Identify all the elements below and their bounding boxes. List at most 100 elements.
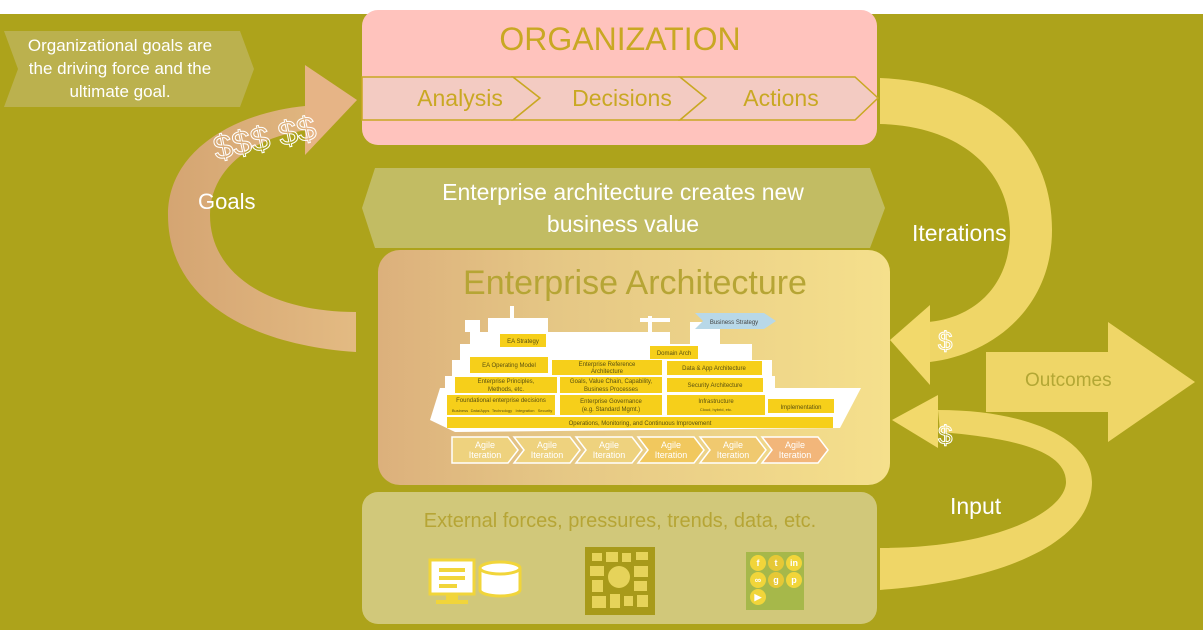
iterations-label: Iterations	[912, 220, 1007, 246]
social-icon-glyph-2: t	[775, 558, 778, 568]
callout-line-2: the driving force and the	[29, 59, 211, 78]
social-icon-glyph-3: in	[790, 558, 798, 568]
callout-line-1: Organizational goals are	[28, 36, 212, 55]
social-icon-circle-5	[768, 572, 784, 588]
block-value-chain-label-2: Business Processes	[584, 387, 638, 393]
data-collage-icon	[585, 547, 655, 615]
foundational-sub-technology: Technology	[492, 408, 512, 413]
agile-iteration-1-line1: Agile	[475, 440, 495, 450]
foundational-sub-business: Business	[452, 408, 468, 413]
block-operating-model-label: EA Operating Model	[482, 363, 536, 369]
social-icon-circle-1	[750, 555, 766, 571]
agile-iteration-1-line2: Iteration	[469, 450, 502, 460]
ea-panel: Enterprise Architecture Business Strateg…	[378, 250, 890, 485]
block-domain-arch-label: Domain Arch	[657, 351, 691, 357]
block-infrastructure-sub-label: Cloud, hybrid, etc.	[700, 407, 732, 412]
social-icon-glyph-1: f	[757, 558, 761, 568]
input-label: Input	[950, 493, 1002, 519]
block-reference-arch-label-2: Architecture	[591, 369, 624, 375]
block-value-chain	[560, 377, 662, 393]
foundational-sub-data-apps: Data/Apps	[471, 408, 490, 413]
agile-iteration-6-line2: Iteration	[779, 450, 812, 460]
block-foundational	[447, 395, 555, 415]
social-icon-glyph-5: g	[773, 575, 779, 585]
block-foundational-label: Foundational enterprise decisions	[456, 398, 546, 404]
foundational-sub-integration: Integration	[516, 408, 535, 413]
social-icon-circle-7	[750, 589, 766, 605]
step-actions-label: Actions	[743, 85, 818, 111]
outcomes-label: Outcomes	[1025, 370, 1112, 391]
value-banner	[362, 168, 885, 248]
external-panel: External forces, pressures, trends, data…	[362, 492, 877, 624]
agile-iteration-5-line1: Agile	[723, 440, 743, 450]
agile-iteration-3-line1: Agile	[599, 440, 619, 450]
agile-iteration-4	[636, 436, 705, 464]
block-operations	[447, 417, 833, 428]
block-security	[667, 378, 763, 392]
block-reference-arch	[552, 360, 662, 375]
block-ea-strategy	[500, 334, 546, 347]
value-banner-line-2: business value	[547, 211, 699, 237]
block-implementation	[768, 399, 834, 413]
block-security-label: Security Architecture	[687, 383, 743, 389]
agile-iteration-5	[698, 436, 767, 464]
block-governance-label-2: (e.g. Standard Mgmt.)	[582, 407, 640, 413]
monitor-icon	[428, 558, 476, 604]
block-infrastructure	[667, 395, 765, 415]
goal-callout	[4, 31, 254, 107]
business-strategy-arrow	[695, 313, 776, 329]
callout-line-3: ultimate goal.	[69, 82, 170, 101]
organization-title: ORGANIZATION	[499, 21, 740, 57]
agile-iteration-2-line1: Agile	[537, 440, 557, 450]
social-media-icon: f t in ∞ g p ▶	[746, 552, 804, 610]
external-title: External forces, pressures, trends, data…	[424, 510, 816, 532]
social-icon-circle-3	[786, 555, 802, 571]
ea-title: Enterprise Architecture	[463, 264, 807, 302]
outcomes-arrow	[986, 322, 1195, 442]
social-icon-glyph-7: ▶	[754, 592, 763, 602]
block-reference-arch-label-1: Enterprise Reference	[579, 362, 636, 368]
agile-iteration-1	[451, 436, 519, 464]
step-decisions-label: Decisions	[572, 85, 672, 111]
organization-panel: ORGANIZATION Analysis Decisions Actions	[361, 10, 880, 145]
agile-iteration-3-line2: Iteration	[593, 450, 626, 460]
dollar-sign-input: $	[938, 420, 953, 450]
block-governance-label-1: Enterprise Governance	[580, 399, 642, 405]
block-principles-label-1: Enterprise Principles,	[478, 379, 535, 385]
business-strategy-label: Business Strategy	[710, 320, 758, 326]
block-domain-arch	[650, 346, 698, 359]
agile-iteration-2-line2: Iteration	[531, 450, 564, 460]
goals-label: Goals	[198, 189, 255, 214]
agile-iteration-6	[760, 436, 829, 464]
social-icon-glyph-6: p	[791, 575, 797, 585]
block-governance	[560, 395, 662, 415]
block-ea-strategy-label: EA Strategy	[507, 339, 539, 345]
agile-iteration-6-line1: Agile	[785, 440, 805, 450]
input-loop-arrow	[880, 395, 1092, 590]
agile-iterations: AgileIterationAgileIterationAgileIterati…	[451, 436, 829, 464]
block-principles	[455, 377, 557, 393]
iterations-loop-arrow	[880, 78, 1052, 385]
dollar-sign-iterations: $	[938, 326, 953, 356]
step-actions	[677, 76, 880, 121]
goals-loop-arrow	[168, 65, 357, 352]
block-data-app	[667, 361, 762, 375]
social-icon-circle-6	[786, 572, 802, 588]
agile-iteration-3	[574, 436, 643, 464]
step-analysis-label: Analysis	[417, 85, 503, 111]
block-principles-label-2: Methods, etc.	[488, 387, 524, 393]
block-implementation-label: Implementation	[780, 405, 821, 411]
social-icon-glyph-4: ∞	[755, 575, 762, 585]
block-infrastructure-label: Infrastructure	[698, 399, 734, 405]
agile-iteration-4-line2: Iteration	[655, 450, 688, 460]
agile-iteration-2	[512, 436, 581, 464]
agile-iteration-4-line1: Agile	[661, 440, 681, 450]
social-icon-circle-4	[750, 572, 766, 588]
agile-iteration-5-line2: Iteration	[717, 450, 750, 460]
block-value-chain-label-1: Goals, Value Chain, Capability,	[570, 379, 652, 385]
block-operations-label: Operations, Monitoring, and Continuous I…	[569, 421, 712, 427]
value-banner-line-1: Enterprise architecture creates new	[442, 179, 804, 205]
block-operating-model	[470, 357, 548, 373]
